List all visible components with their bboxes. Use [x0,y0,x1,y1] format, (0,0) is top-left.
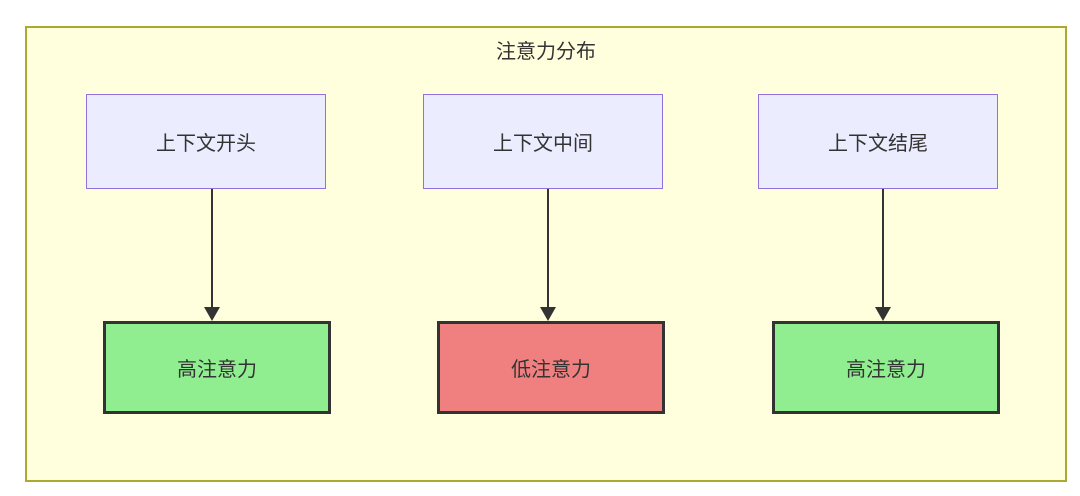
attention-node-low-middle: 低注意力 [437,321,665,414]
attention-distribution-diagram: 注意力分布 上下文开头 上下文中间 上下文结尾 高注意力 低注意力 高注意力 [25,26,1067,482]
arrowhead-icon [875,307,891,321]
context-node-middle: 上下文中间 [423,94,663,189]
attention-node-high-beginning: 高注意力 [103,321,331,414]
arrow-line-middle [547,189,549,307]
context-node-middle-label: 上下文中间 [493,131,593,155]
arrowhead-icon [540,307,556,321]
attention-node-label: 低注意力 [511,357,591,381]
context-node-beginning: 上下文开头 [86,94,326,189]
context-node-end: 上下文结尾 [758,94,998,189]
context-node-beginning-label: 上下文开头 [156,131,256,155]
attention-node-label: 高注意力 [846,357,926,381]
attention-node-high-end: 高注意力 [772,321,1000,414]
arrow-line-end [882,189,884,307]
diagram-title: 注意力分布 [496,39,596,63]
context-node-end-label: 上下文结尾 [828,131,928,155]
arrow-line-beginning [211,189,213,307]
arrowhead-icon [204,307,220,321]
attention-node-label: 高注意力 [177,357,257,381]
